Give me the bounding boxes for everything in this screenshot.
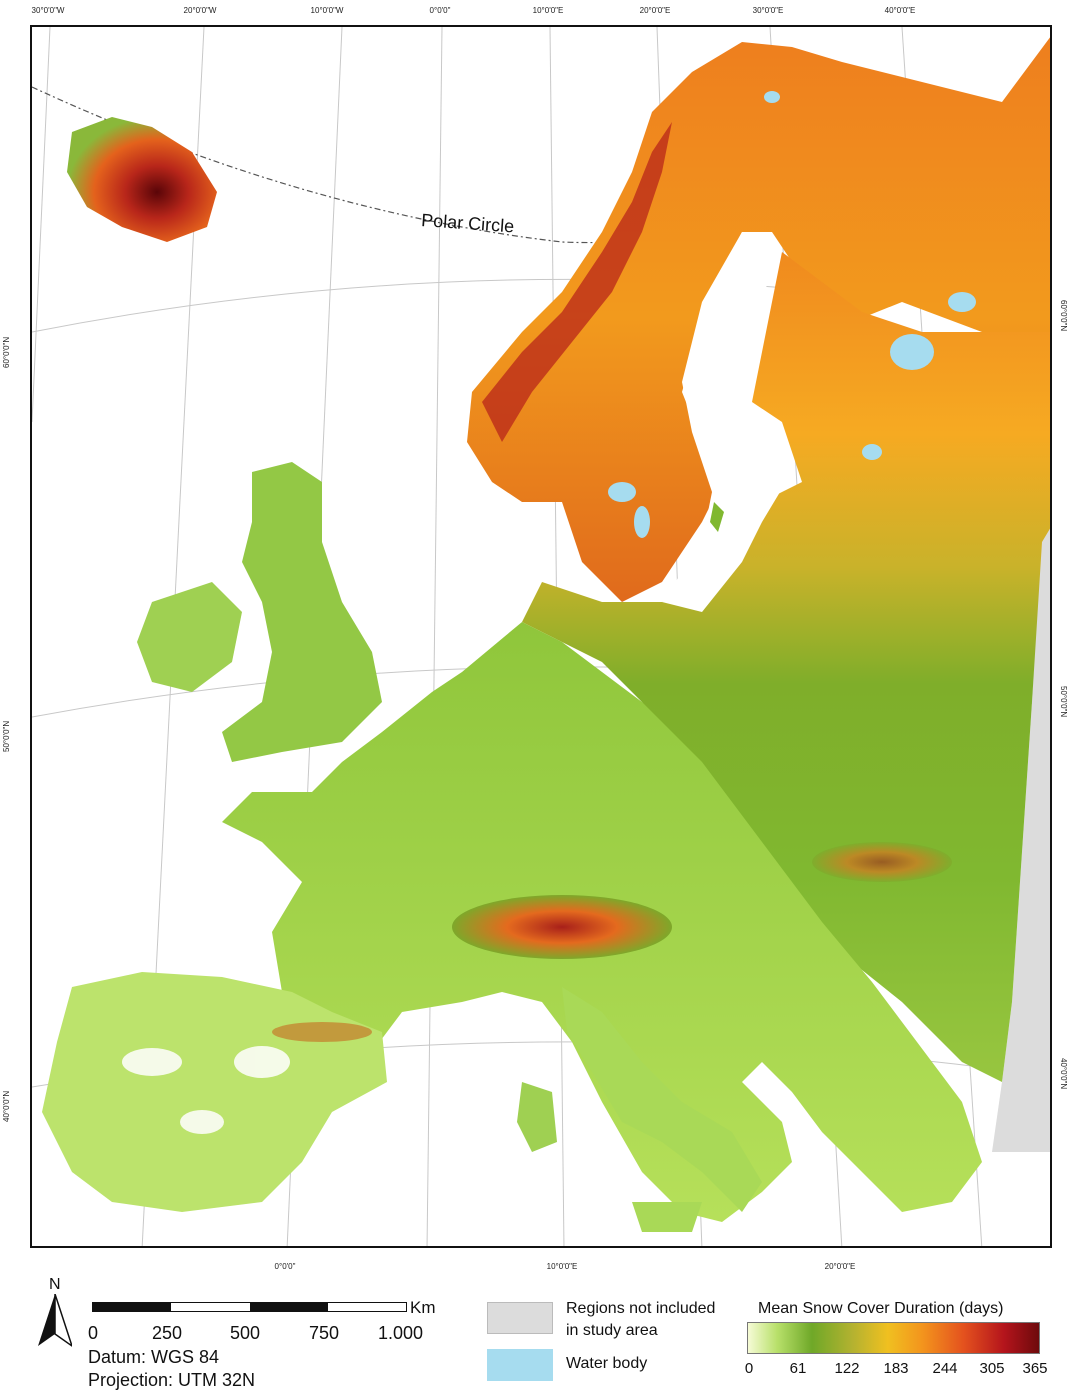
tick-left: 50°0'0"N <box>2 720 11 752</box>
scale-bar <box>92 1302 407 1312</box>
north-arrow-icon <box>38 1294 72 1347</box>
scale-tick: 1.000 <box>378 1323 424 1343</box>
tick-top: 0°0'0" <box>429 6 451 15</box>
scale-tick: 750 <box>309 1323 340 1343</box>
tick-top: 30°0'0"W <box>31 6 65 15</box>
not-included-label: Regions not included <box>566 1300 716 1317</box>
alps <box>452 895 672 959</box>
tick-right: 60°0'0"N <box>1059 300 1068 332</box>
not-included-swatch <box>487 1302 553 1334</box>
pyrenees <box>272 1022 372 1042</box>
italy <box>562 987 762 1212</box>
not-included-region <box>992 522 1050 1152</box>
ramp-value: 0 <box>744 1360 754 1377</box>
tick-top: 10°0'0"W <box>310 6 344 15</box>
projection-text: Projection: UTM 32N <box>88 1370 256 1390</box>
tick-top: 30°0'0"E <box>752 6 784 15</box>
tick-right: 40°0'0"N <box>1059 1058 1068 1090</box>
gotland <box>710 502 724 532</box>
map-frame <box>30 25 1052 1248</box>
ramp-value: 305 <box>979 1360 1005 1377</box>
iceland <box>67 117 217 242</box>
tick-bottom: 20°0'0"E <box>824 1262 856 1271</box>
snow-cover-map[interactable] <box>32 27 1052 1248</box>
ramp-value: 183 <box>883 1360 909 1377</box>
ramp-value: 365 <box>1022 1360 1048 1377</box>
ramp-value: 61 <box>789 1360 807 1377</box>
scandes <box>482 122 672 442</box>
tick-right: 50°0'0"N <box>1059 686 1068 718</box>
scale-tick: 500 <box>230 1323 261 1343</box>
water-label: Water body <box>566 1355 648 1372</box>
tick-left: 40°0'0"N <box>2 1090 11 1122</box>
snow-duration-ramp <box>747 1322 1040 1354</box>
tick-top: 20°0'0"E <box>639 6 671 15</box>
tick-bottom: 10°0'0"E <box>546 1262 578 1271</box>
ramp-title: Mean Snow Cover Duration (days) <box>758 1300 1004 1317</box>
scandinavia <box>467 37 1050 602</box>
scale-unit: Km <box>410 1298 436 1317</box>
tick-bottom: 0°0'0" <box>274 1262 296 1271</box>
datum-text: Datum: WGS 84 <box>88 1347 220 1367</box>
great-britain <box>222 462 382 762</box>
scale-tick: 250 <box>152 1323 183 1343</box>
carpathians <box>812 842 952 882</box>
water-swatch <box>487 1349 553 1381</box>
tick-top: 40°0'0"E <box>884 6 916 15</box>
iberia-white-patches <box>122 1046 290 1134</box>
lakes <box>608 91 976 538</box>
tick-left: 60°0'0"N <box>2 336 11 368</box>
sicily <box>632 1202 702 1232</box>
ramp-value: 122 <box>834 1360 860 1377</box>
scale-tick: 0 <box>88 1323 99 1343</box>
tick-top: 20°0'0"W <box>183 6 217 15</box>
baltic-sea <box>662 232 792 612</box>
ireland <box>137 582 242 692</box>
sardinia <box>517 1082 557 1152</box>
north-label: N <box>49 1276 61 1293</box>
ramp-value: 244 <box>932 1360 958 1377</box>
tick-top: 10°0'0"E <box>532 6 564 15</box>
not-included-label: in study area <box>566 1322 658 1339</box>
